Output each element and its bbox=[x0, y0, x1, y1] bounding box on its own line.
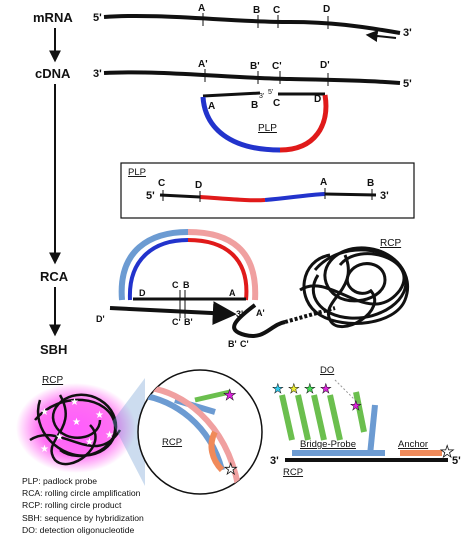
mrna-site-d: D bbox=[323, 4, 330, 15]
rcp-tangle bbox=[299, 246, 410, 328]
padlock-probe-hybridized: A B 3' 5' C D PLP bbox=[200, 89, 329, 153]
rca-site-c-prime: C' bbox=[172, 317, 181, 327]
sbh-three-prime: 3' bbox=[270, 455, 279, 467]
mrna-site-b: B bbox=[253, 5, 260, 16]
cdna-site-c-prime: C' bbox=[272, 61, 282, 72]
svg-text:★: ★ bbox=[70, 397, 79, 408]
zoom-star-white: ★ bbox=[224, 460, 237, 478]
do-star-cyan: ★ bbox=[272, 382, 284, 397]
plp-box-three-prime: 3' bbox=[380, 190, 389, 202]
plp-box-site-c: C bbox=[158, 178, 165, 189]
plp-label: PLP bbox=[258, 123, 277, 134]
rca-site-b: B bbox=[183, 280, 190, 290]
plp-loop-red bbox=[279, 94, 329, 153]
plp-loop-blue bbox=[200, 96, 281, 153]
plp-box-five-prime: 5' bbox=[146, 190, 155, 202]
rca-site-a: A bbox=[229, 288, 236, 298]
legend-item-plp: PLP: padlock probe bbox=[22, 476, 98, 486]
zoom-cone bbox=[112, 378, 145, 486]
cdna-strand bbox=[103, 70, 401, 85]
do-star-magenta-bound: ★ bbox=[350, 399, 362, 414]
mrna-five-prime-end: 5' bbox=[93, 12, 102, 24]
rcp-label-detail: RCP bbox=[283, 467, 303, 478]
mrna-site-c: C bbox=[273, 5, 280, 16]
rca-site-d: D bbox=[139, 288, 146, 298]
mrna-strand-group: 5' 3' A B C D bbox=[93, 3, 412, 42]
svg-text:★: ★ bbox=[85, 437, 94, 448]
plp-box-frame bbox=[120, 162, 415, 219]
plp-five-prime: 5' bbox=[268, 89, 273, 96]
svg-text:★: ★ bbox=[40, 444, 49, 455]
rca-three-prime: 3' bbox=[236, 309, 243, 319]
plp-arm-left bbox=[202, 91, 261, 98]
anchor-label: Anchor bbox=[398, 439, 428, 450]
zoom-star-magenta: ★ bbox=[223, 386, 236, 404]
legend-item-rca: RCA: rolling circle amplification bbox=[22, 488, 141, 499]
step-rca-label: RCA bbox=[40, 269, 69, 284]
svg-text:★: ★ bbox=[105, 430, 114, 441]
do-star-yellow: ★ bbox=[288, 382, 300, 397]
rcp-label-zoom: RCP bbox=[162, 437, 182, 448]
svg-text:★: ★ bbox=[72, 417, 81, 428]
rca-site-a-prime: A' bbox=[256, 308, 265, 318]
legend-item-rcp: RCP: rolling circle product bbox=[22, 500, 122, 511]
plp-site-c: C bbox=[273, 98, 280, 109]
svg-text:★: ★ bbox=[55, 432, 64, 443]
anchor-star-white: ★ bbox=[440, 442, 454, 461]
rcp-label-sbh: RCP bbox=[42, 375, 63, 386]
zoom-circle: ★ ★ RCP bbox=[137, 369, 263, 495]
rca-site-d-prime: D' bbox=[96, 314, 105, 324]
rca-illustration: D C B A D' C' B' 3' A' B' C' RCP bbox=[96, 229, 410, 349]
plp-site-d: D bbox=[314, 94, 321, 105]
plp-site-a: A bbox=[208, 101, 215, 112]
cdna-site-d-prime: D' bbox=[320, 60, 330, 71]
plp-linear-box: PLP 5' 3' C D A B bbox=[120, 162, 415, 219]
do-star-green: ★ bbox=[304, 382, 316, 397]
sbh-detail: ★ ★ ★ ★ ★ ★ DO Bridge-Probe Anchor 3' 5'… bbox=[270, 365, 461, 478]
cdna-site-a-prime: A' bbox=[198, 59, 208, 70]
reverse-transcription-arrow bbox=[365, 30, 397, 42]
plp-three-prime: 3' bbox=[259, 93, 264, 100]
plp-box-site-d: D bbox=[195, 180, 202, 191]
svg-text:★: ★ bbox=[95, 410, 104, 421]
step-cdna-label: cDNA bbox=[35, 66, 71, 81]
cdna-strand-group: 3' 5' A' B' C' D' bbox=[93, 59, 412, 90]
workflow-steps: mRNA cDNA RCA SBH bbox=[33, 10, 73, 357]
rca-site-c: C bbox=[172, 280, 179, 290]
legend-item-sbh: SBH: sequence by hybridization bbox=[22, 512, 144, 523]
plp-box-site-a: A bbox=[320, 177, 327, 188]
cdna-three-prime-end: 3' bbox=[93, 68, 102, 80]
mrna-three-prime-end: 3' bbox=[403, 27, 412, 39]
step-mrna-label: mRNA bbox=[33, 10, 73, 25]
rcp-label-rca: RCP bbox=[380, 238, 401, 249]
do-label: DO bbox=[320, 365, 334, 376]
plp-box-label: PLP bbox=[128, 167, 146, 178]
legend-item-do: DO: detection oligonucleotide bbox=[22, 524, 135, 535]
bridge-probe-label: Bridge-Probe bbox=[300, 439, 356, 450]
sbh-five-prime: 5' bbox=[452, 455, 461, 467]
rca-site-b-prime: B' bbox=[184, 317, 193, 327]
mrna-strand bbox=[103, 14, 401, 35]
rca-loop-site-b-prime: B' bbox=[228, 339, 237, 349]
mrna-site-a: A bbox=[198, 3, 205, 14]
sbh-glowing-rcp: ★★★ ★★★ ★★ RCP bbox=[16, 375, 145, 486]
svg-text:★: ★ bbox=[40, 407, 49, 418]
do-star-magenta: ★ bbox=[320, 382, 332, 397]
abbreviation-legend: PLP: padlock probe RCA: rolling circle a… bbox=[22, 475, 282, 536]
cdna-five-prime-end: 5' bbox=[403, 78, 412, 90]
step-sbh-label: SBH bbox=[40, 342, 67, 357]
plp-site-b: B bbox=[251, 100, 258, 111]
rca-loop-site-c-prime: C' bbox=[240, 339, 249, 349]
plp-box-site-b: B bbox=[367, 178, 374, 189]
cdna-site-b-prime: B' bbox=[250, 61, 260, 72]
